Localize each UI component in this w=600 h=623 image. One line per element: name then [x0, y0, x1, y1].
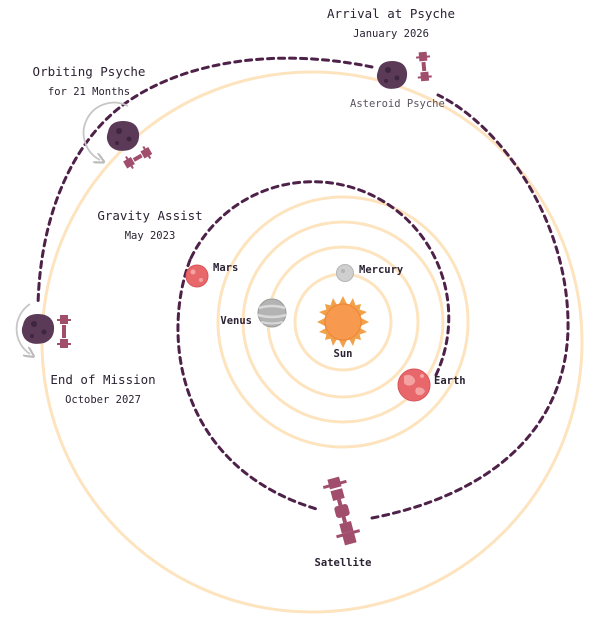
venus-icon: [257, 298, 287, 328]
satellite-icon: [322, 476, 361, 546]
arrival-title: Arrival at Psyche: [327, 6, 455, 21]
earth-label: Earth: [434, 375, 466, 387]
orbiting-date: for 21 Months: [48, 86, 130, 98]
asteroid-orbiting-icon: [106, 121, 140, 151]
mercury-icon: [336, 264, 354, 282]
trajectory-satellite-to-arrival: [370, 93, 570, 520]
arrival-date: January 2026: [353, 28, 429, 40]
satellite-label: Satellite: [315, 557, 372, 569]
mars-orbit: [216, 195, 470, 449]
spacecraft-end-icon: [57, 315, 71, 348]
orbit-motion-arrow-icon-end: [15, 303, 30, 354]
orbiting-title: Orbiting Psyche: [33, 64, 146, 79]
sun-label: Sun: [334, 348, 353, 360]
earth-icon: [397, 368, 431, 402]
gravity-title: Gravity Assist: [97, 208, 202, 223]
asteroid-psyche-icon: [376, 61, 408, 89]
asteroid-end-icon: [21, 314, 55, 344]
trajectory-arrival-to-end: [36, 56, 374, 307]
end-title: End of Mission: [50, 372, 155, 387]
sun-icon: [317, 296, 369, 348]
trajectory-earth-to-mars: [188, 180, 451, 377]
end-date: October 2027: [65, 394, 141, 406]
mars-label: Mars: [213, 262, 238, 274]
venus-label: Venus: [220, 315, 252, 327]
spacecraft-icon: [415, 51, 432, 82]
spacecraft-orbiting-icon: [123, 145, 153, 170]
trajectory: [36, 56, 570, 520]
mars-icon: [185, 264, 209, 288]
asteroid-orbit: [40, 70, 584, 614]
trajectory-mars-to-satellite: [176, 258, 322, 512]
gravity-date: May 2023: [125, 230, 176, 242]
asteroid-psyche-label: Asteroid Psyche: [350, 98, 445, 110]
mercury-label: Mercury: [359, 264, 404, 276]
orbit-motion-arrow-icon: [82, 101, 129, 160]
planet-orbits: [40, 70, 584, 614]
earth-orbit: [241, 220, 445, 424]
